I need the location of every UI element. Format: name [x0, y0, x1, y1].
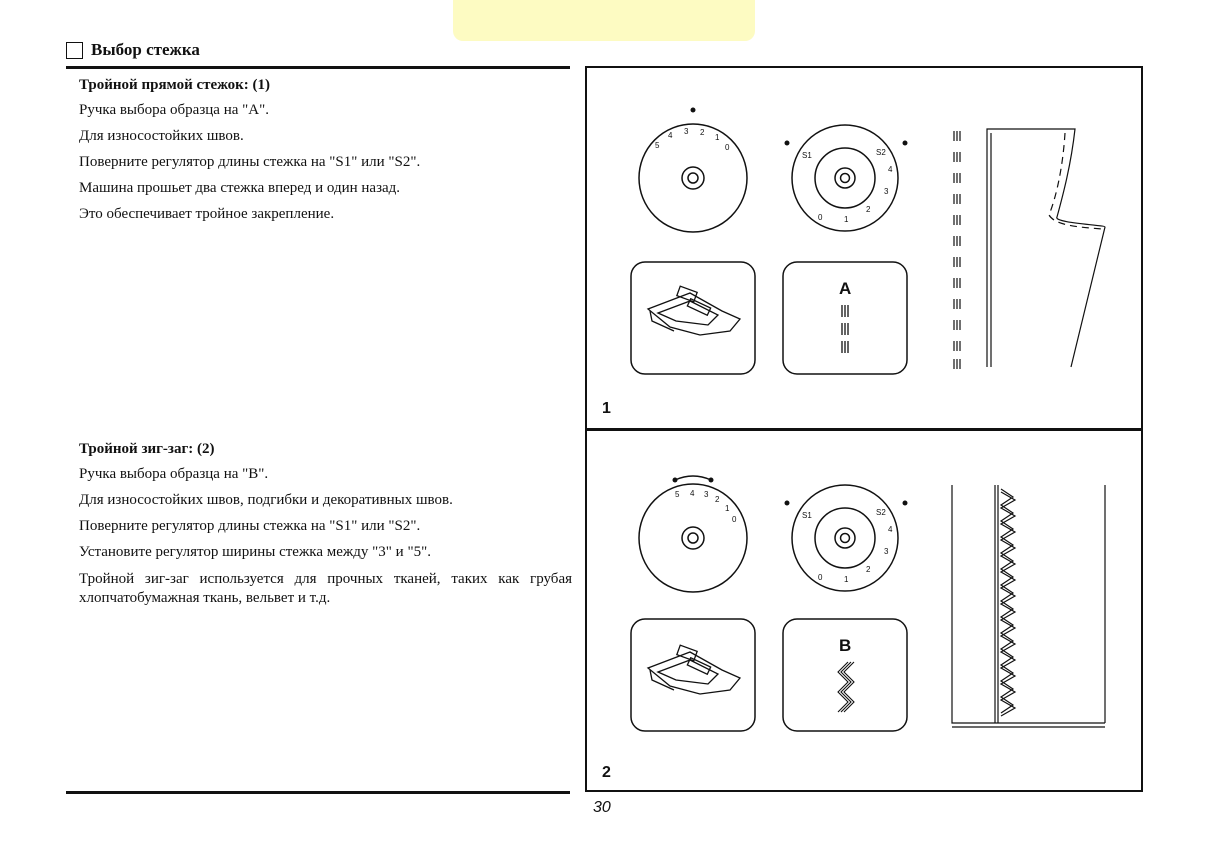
- pattern-letter: A: [839, 279, 851, 298]
- page-number: 30: [593, 799, 611, 816]
- block-heading: Тройной прямой стежок: (1): [79, 77, 271, 93]
- length-dial-icon: S1 S2 4 3 2 1 0: [784, 484, 908, 592]
- block-line: Ручка выбора образца на "B".: [79, 466, 269, 482]
- dial-label: 1: [715, 133, 720, 142]
- block-line: Это обеспечивает тройное закрепление.: [79, 206, 335, 222]
- dial-label: 0: [818, 213, 823, 222]
- dial-label: S2: [876, 148, 886, 157]
- presser-foot-icon: [630, 618, 756, 732]
- header-highlight-tab: [453, 0, 755, 41]
- block-line: Для износостойких швов, подгибки и декор…: [79, 492, 453, 508]
- dial-label: 0: [818, 573, 823, 582]
- dial-label: 0: [725, 143, 730, 152]
- dial-label: 4: [690, 489, 695, 498]
- dial-label: 5: [655, 141, 660, 150]
- section-title: Выбор стежка: [91, 40, 200, 59]
- figure-divider: [585, 428, 1143, 431]
- dial-label: 4: [668, 131, 673, 140]
- block-line: Тройной зиг-заг используется для прочных…: [79, 571, 572, 606]
- block-line: Для износостойких швов.: [79, 128, 244, 144]
- dial-label: 2: [715, 495, 720, 504]
- block-line: Поверните регулятор длины стежка на "S1"…: [79, 518, 421, 534]
- dial-label: 3: [704, 490, 709, 499]
- straight-seam-icon: [953, 128, 1106, 369]
- zigzag-seam-icon: [951, 485, 1106, 728]
- block-line: Поверните регулятор длины стежка на "S1"…: [79, 154, 421, 170]
- dial-label: 3: [884, 547, 889, 556]
- block-line: Установите регулятор ширины стежка между…: [79, 544, 431, 560]
- triple-zigzag-block: Тройной зиг-заг: (2) Ручка выбора образц…: [79, 441, 572, 617]
- figure-number: 2: [602, 764, 611, 781]
- figure-number: 1: [602, 400, 611, 417]
- dial-label: 1: [725, 504, 730, 513]
- dial-label: 2: [866, 565, 871, 574]
- pattern-selector-icon: A: [782, 261, 908, 375]
- pattern-letter: B: [839, 636, 851, 655]
- dial-label: 3: [684, 127, 689, 136]
- dial-label: S2: [876, 508, 886, 517]
- dial-label: 2: [700, 128, 705, 137]
- pattern-selector-icon: B: [782, 618, 908, 732]
- width-dial-icon: 5 4 3 2 1 0: [638, 107, 748, 233]
- dial-label: 2: [866, 205, 871, 214]
- dial-label: 1: [844, 215, 849, 224]
- presser-foot-icon: [630, 261, 756, 375]
- top-rule: [66, 66, 570, 69]
- block-line: Машина прошьет два стежка вперед и один …: [79, 180, 401, 196]
- dial-label: 0: [732, 515, 737, 524]
- triple-straight-stitch-block: Тройной прямой стежок: (1) Ручка выбора …: [79, 77, 572, 232]
- dial-label: S1: [802, 151, 812, 160]
- width-dial-icon: 5 4 3 2 1 0: [638, 475, 748, 593]
- dial-label: 3: [884, 187, 889, 196]
- section-checkbox: [66, 41, 83, 59]
- bottom-rule: [66, 791, 570, 794]
- section-header: Выбор стежка: [66, 40, 200, 60]
- length-dial-icon: S1 S2 4 3 2 1 0: [784, 124, 908, 232]
- block-line: Ручка выбора образца на "A".: [79, 102, 269, 118]
- dial-label: 4: [888, 165, 893, 174]
- block-heading: Тройной зиг-заг: (2): [79, 441, 215, 457]
- dial-label: 5: [675, 490, 680, 499]
- dial-label: 4: [888, 525, 893, 534]
- dial-label: S1: [802, 511, 812, 520]
- dial-label: 1: [844, 575, 849, 584]
